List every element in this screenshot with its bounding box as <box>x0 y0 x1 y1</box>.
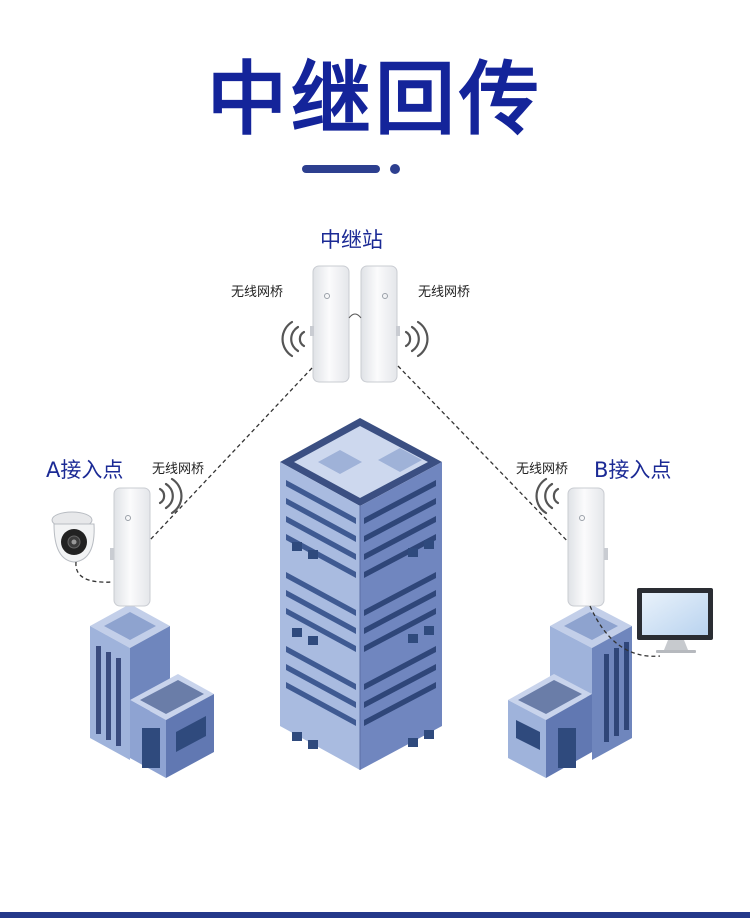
point-b-label: B接入点 <box>594 458 672 482</box>
page-title: 中继回传 <box>207 53 543 146</box>
point-a-device-label: 无线网桥 <box>152 462 205 477</box>
bottom-divider <box>0 912 750 918</box>
point-a-wifi-signal-icon <box>158 477 183 515</box>
title-underline-dot <box>390 164 400 174</box>
relay-station-label: 中继站 <box>320 228 383 252</box>
relay-right-bridge-icon <box>360 265 400 383</box>
relay-right-device-label: 无线网桥 <box>418 285 471 300</box>
point-b-device-label: 无线网桥 <box>516 462 569 477</box>
link-relay-to-a <box>149 367 313 541</box>
central-tower-icon <box>280 418 442 770</box>
building-a-icon <box>90 604 214 778</box>
point-b-bridge-icon <box>567 487 608 607</box>
point-b-wifi-signal-icon <box>535 477 560 515</box>
relay-left-device-label: 无线网桥 <box>231 285 284 300</box>
title-underline-bar <box>302 165 380 173</box>
point-a-label: A接入点 <box>46 458 124 482</box>
building-b-icon <box>508 604 632 778</box>
monitor-icon <box>637 588 713 653</box>
point-a-bridge-icon <box>110 487 151 607</box>
relay-right-wifi-signal-icon <box>404 320 429 358</box>
dome-camera-icon <box>51 511 95 563</box>
relay-left-wifi-signal-icon <box>281 320 306 358</box>
link-relay-to-b <box>397 365 575 549</box>
relay-left-bridge-icon <box>310 265 350 383</box>
